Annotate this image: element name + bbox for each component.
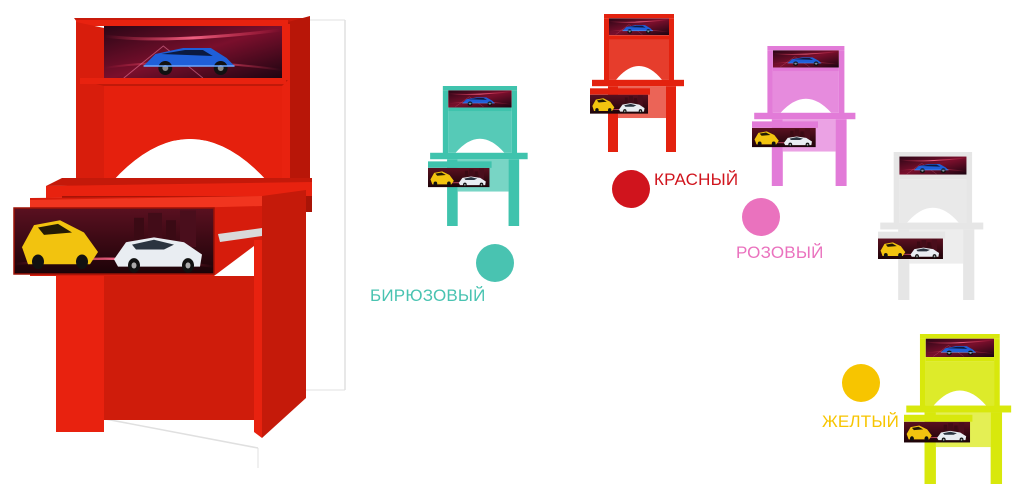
red-label: КРАСНЫЙ <box>654 170 739 189</box>
pink-swatch <box>742 198 780 236</box>
pink-label: РОЗОВЫЙ <box>736 243 824 262</box>
yellow-label: ЖЕЛТЫЙ <box>822 412 900 431</box>
yellow-desk-image <box>904 334 1011 484</box>
pink-desk-image <box>752 46 855 186</box>
turquoise-label: БИРЮЗОВЫЙ <box>370 286 486 305</box>
turquoise-desk-image <box>428 86 528 226</box>
white-desk-image <box>878 152 983 300</box>
main-desk-image <box>13 16 346 468</box>
red-desk-image <box>590 14 684 152</box>
yellow-swatch <box>842 364 880 402</box>
turquoise-swatch <box>476 244 514 282</box>
red-swatch <box>612 170 650 208</box>
